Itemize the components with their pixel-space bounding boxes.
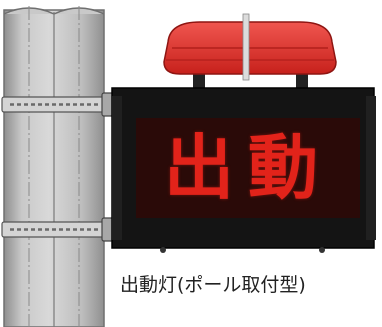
product-caption: 出動灯(ポール取付型)	[120, 274, 306, 296]
beacon-bracket-left	[193, 70, 205, 90]
red-beacon-lamp	[163, 13, 337, 81]
pole	[3, 6, 105, 327]
clamp-band-upper	[1, 92, 117, 117]
sign-housing	[111, 87, 376, 253]
clamp-band-lower	[1, 217, 117, 242]
sign-display-text: 出動	[164, 127, 332, 209]
beacon-bracket-right	[296, 70, 308, 90]
led-display-panel	[136, 118, 360, 218]
